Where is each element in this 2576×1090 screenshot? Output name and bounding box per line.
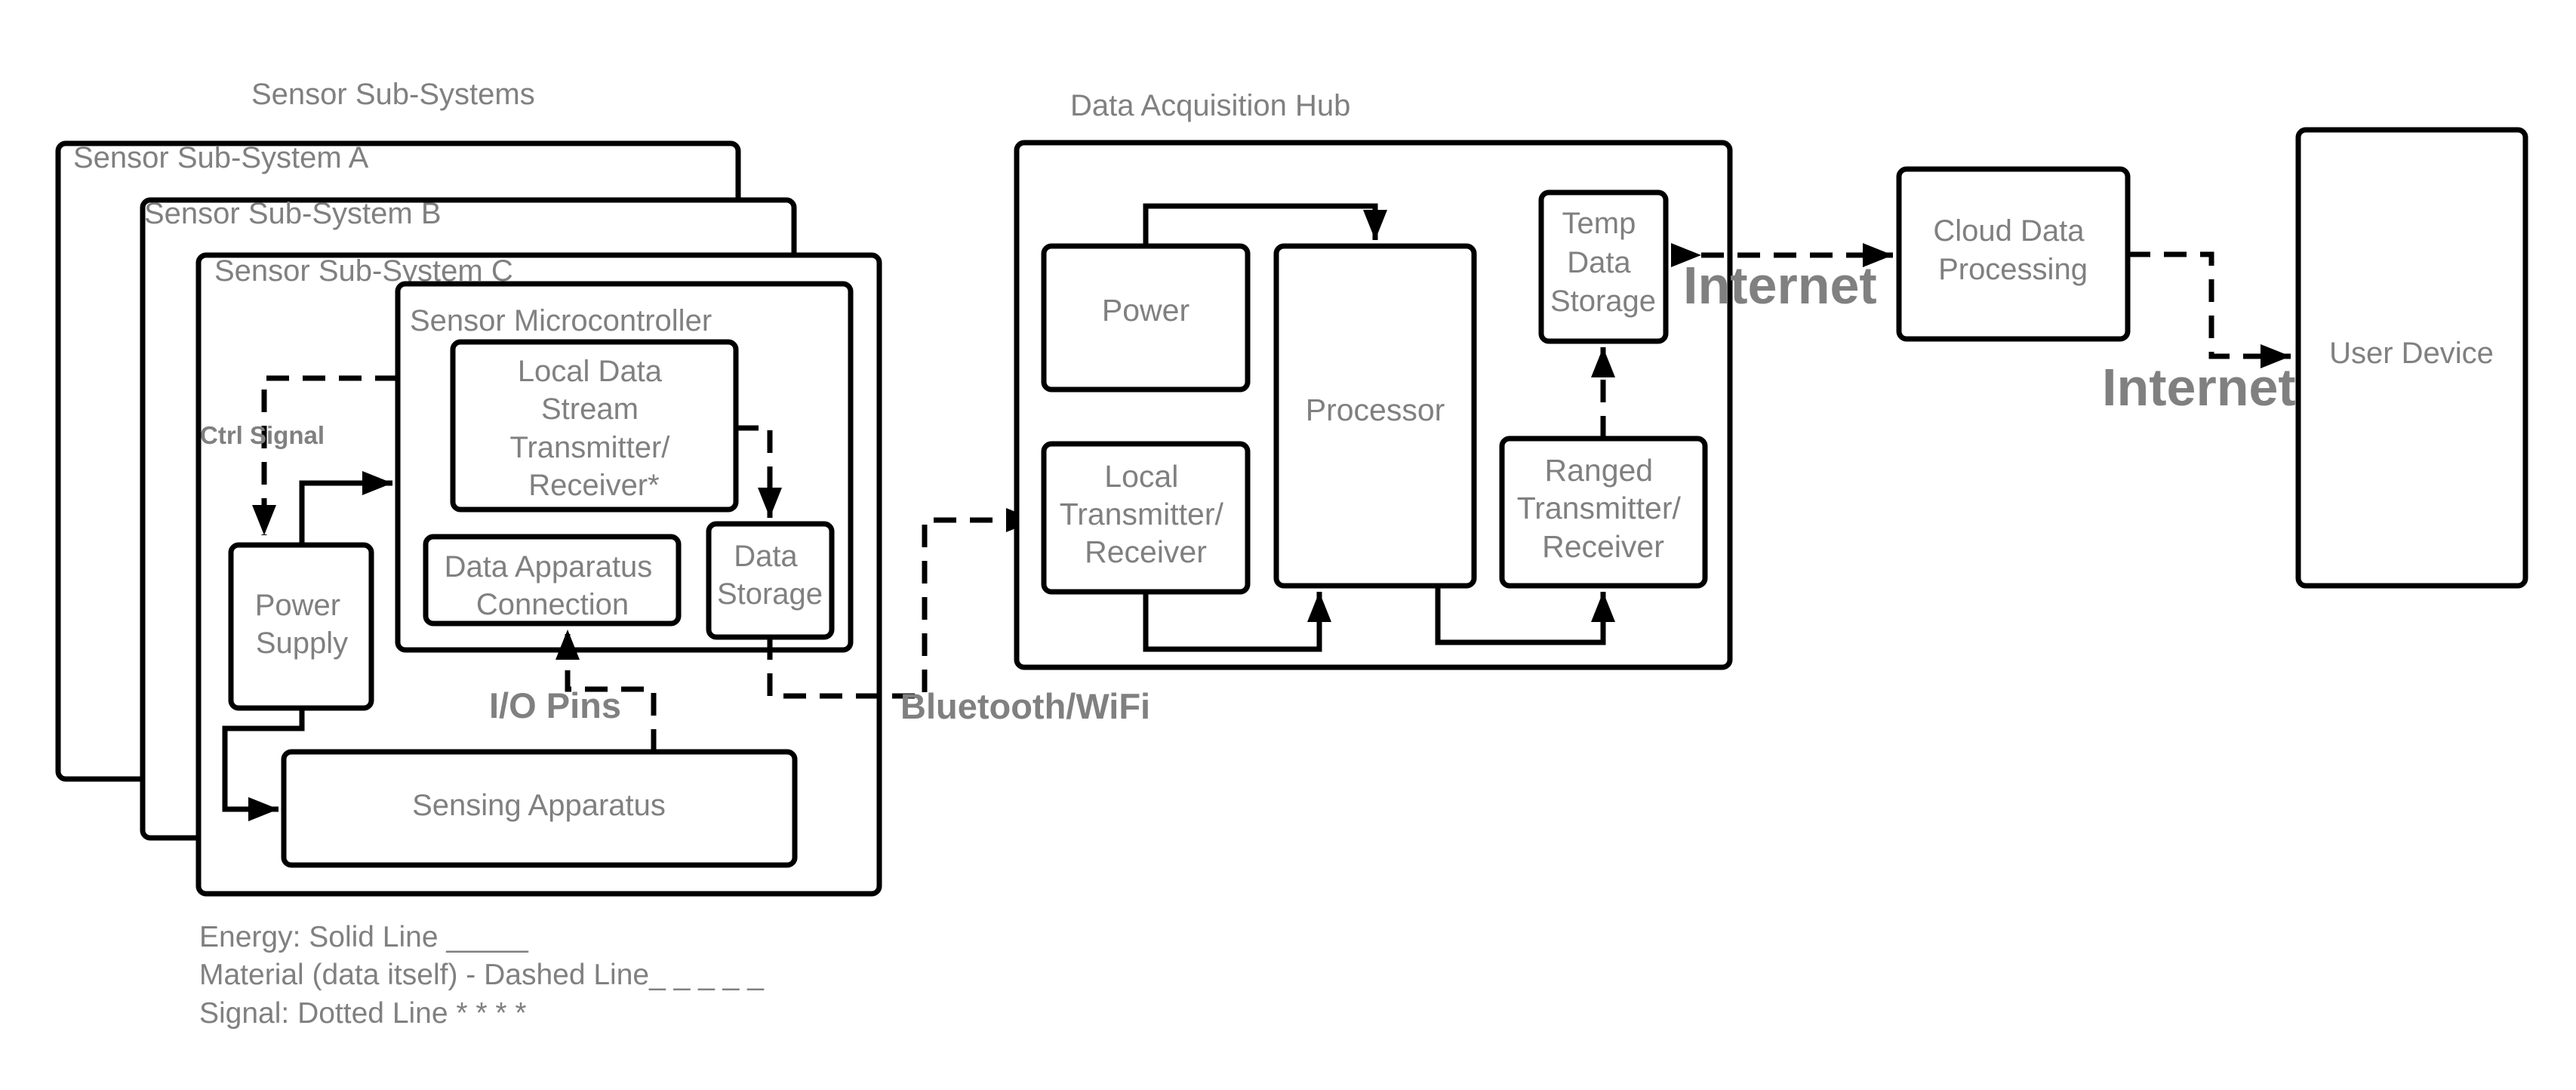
sensing-apparatus-box xyxy=(281,749,798,868)
sensor-subsystems-title: Sensor Sub-Systems xyxy=(251,78,535,111)
hub-title: Data Acquisition Hub xyxy=(1070,89,1350,122)
io-pins-label: I/O Pins xyxy=(489,685,621,725)
ctrl-signal-label: Ctrl Signal xyxy=(200,421,325,449)
local-transmitter-label: Local Transmitter/ Receiver xyxy=(1060,459,1233,569)
subsystem-a-label: Sensor Sub-System A xyxy=(73,141,369,174)
local-tx-to-processor-connector xyxy=(1143,592,1331,652)
legend-signal: Signal: Dotted Line * * * * xyxy=(199,997,527,1030)
legend-material: Material (data itself) - Dashed Line_ _ … xyxy=(199,959,765,991)
processor-to-ranged-tx-connector xyxy=(1435,586,1615,645)
temp-data-storage-box xyxy=(1538,189,1669,344)
internet-label-2: Internet xyxy=(2102,358,2296,417)
sensing-apparatus-label: Sensing Apparatus xyxy=(412,789,666,822)
ranged-transmitter-label: Ranged Transmitter/ Receiver xyxy=(1517,453,1690,564)
data-apparatus-box xyxy=(423,534,682,627)
sensor-microcontroller-label: Sensor Microcontroller xyxy=(410,304,712,337)
data-storage-label: Data Storage xyxy=(717,540,823,611)
bluetooth-wifi-label: Bluetooth/WiFi xyxy=(900,686,1150,726)
legend-energy: Energy: Solid Line _____ xyxy=(199,921,529,953)
power-supply-label: Power Supply xyxy=(255,589,349,660)
user-device-box xyxy=(2295,127,2528,589)
stream-to-storage-connector xyxy=(736,425,782,518)
cloud-user-internet-connector xyxy=(2128,251,2291,368)
data-apparatus-label: Data Apparatus Connection xyxy=(445,550,661,621)
cloud-processing-label: Cloud Data Processing xyxy=(1933,214,2092,286)
hub-power-to-processor-connector xyxy=(1143,203,1387,246)
temp-data-storage-label: Temp Data Storage xyxy=(1550,207,1656,318)
user-device-label: User Device xyxy=(2329,337,2494,370)
bluetooth-wifi-connector xyxy=(767,508,1036,699)
hub-power-label: Power xyxy=(1102,293,1190,328)
power-to-microcontroller-connector xyxy=(299,471,392,545)
local-stream-label: Local Data Stream Transmitter/ Receiver* xyxy=(510,355,679,502)
power-to-sensing-connector xyxy=(222,708,305,821)
internet-label-1: Internet xyxy=(1683,256,1877,315)
ctrl-signal-connector xyxy=(252,375,398,535)
processor-box xyxy=(1273,243,1477,589)
subsystem-b-label: Sensor Sub-System B xyxy=(144,197,442,230)
processor-label: Processor xyxy=(1306,393,1445,427)
